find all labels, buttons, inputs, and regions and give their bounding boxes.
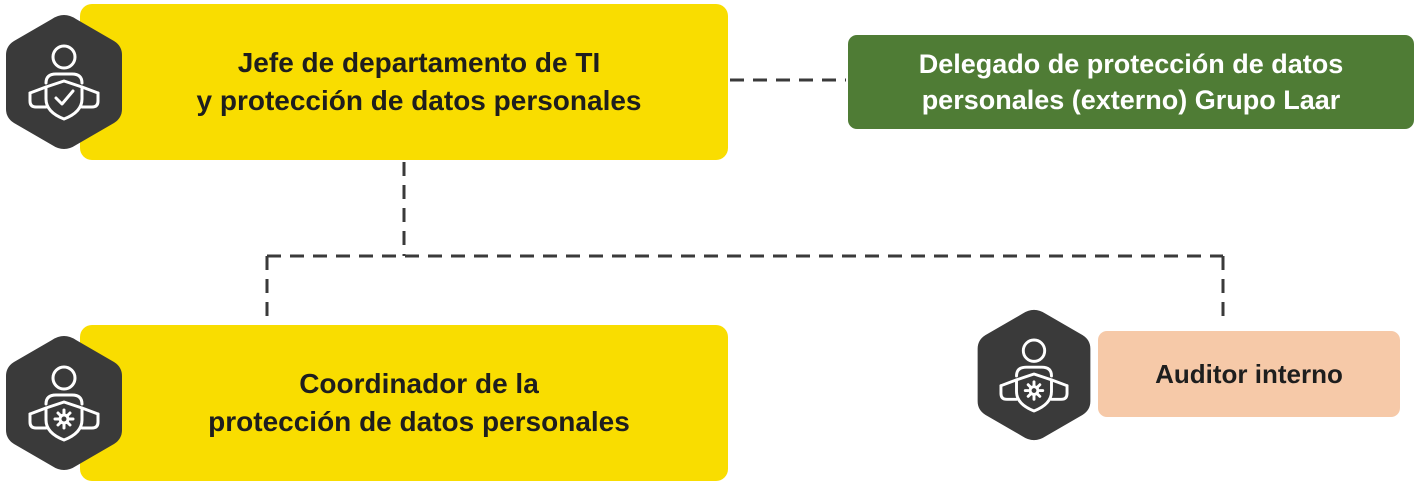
node-jefe-departamento: Jefe de departamento de TI y protección … xyxy=(80,4,728,160)
person-shield-gear-icon xyxy=(977,309,1091,441)
node-delegado-line2: personales (externo) Grupo Laar xyxy=(921,85,1341,115)
node-delegado-proteccion: Delegado de protección de datos personal… xyxy=(848,35,1414,129)
node-jefe-line2: y protección de datos personales xyxy=(196,85,642,116)
node-coordinador: Coordinador de la protección de datos pe… xyxy=(80,325,728,481)
node-auditor-label: Auditor interno xyxy=(1155,358,1343,389)
node-coordinador-line1: Coordinador de la xyxy=(299,368,539,399)
node-jefe-line1: Jefe de departamento de TI xyxy=(237,47,601,78)
node-coordinador-line2: protección de datos personales xyxy=(208,406,630,437)
node-delegado-line1: Delegado de protección de datos xyxy=(918,49,1344,79)
person-shield-gear-icon xyxy=(6,336,122,470)
node-auditor-interno: Auditor interno xyxy=(1098,331,1400,417)
person-shield-check-icon xyxy=(6,15,122,149)
